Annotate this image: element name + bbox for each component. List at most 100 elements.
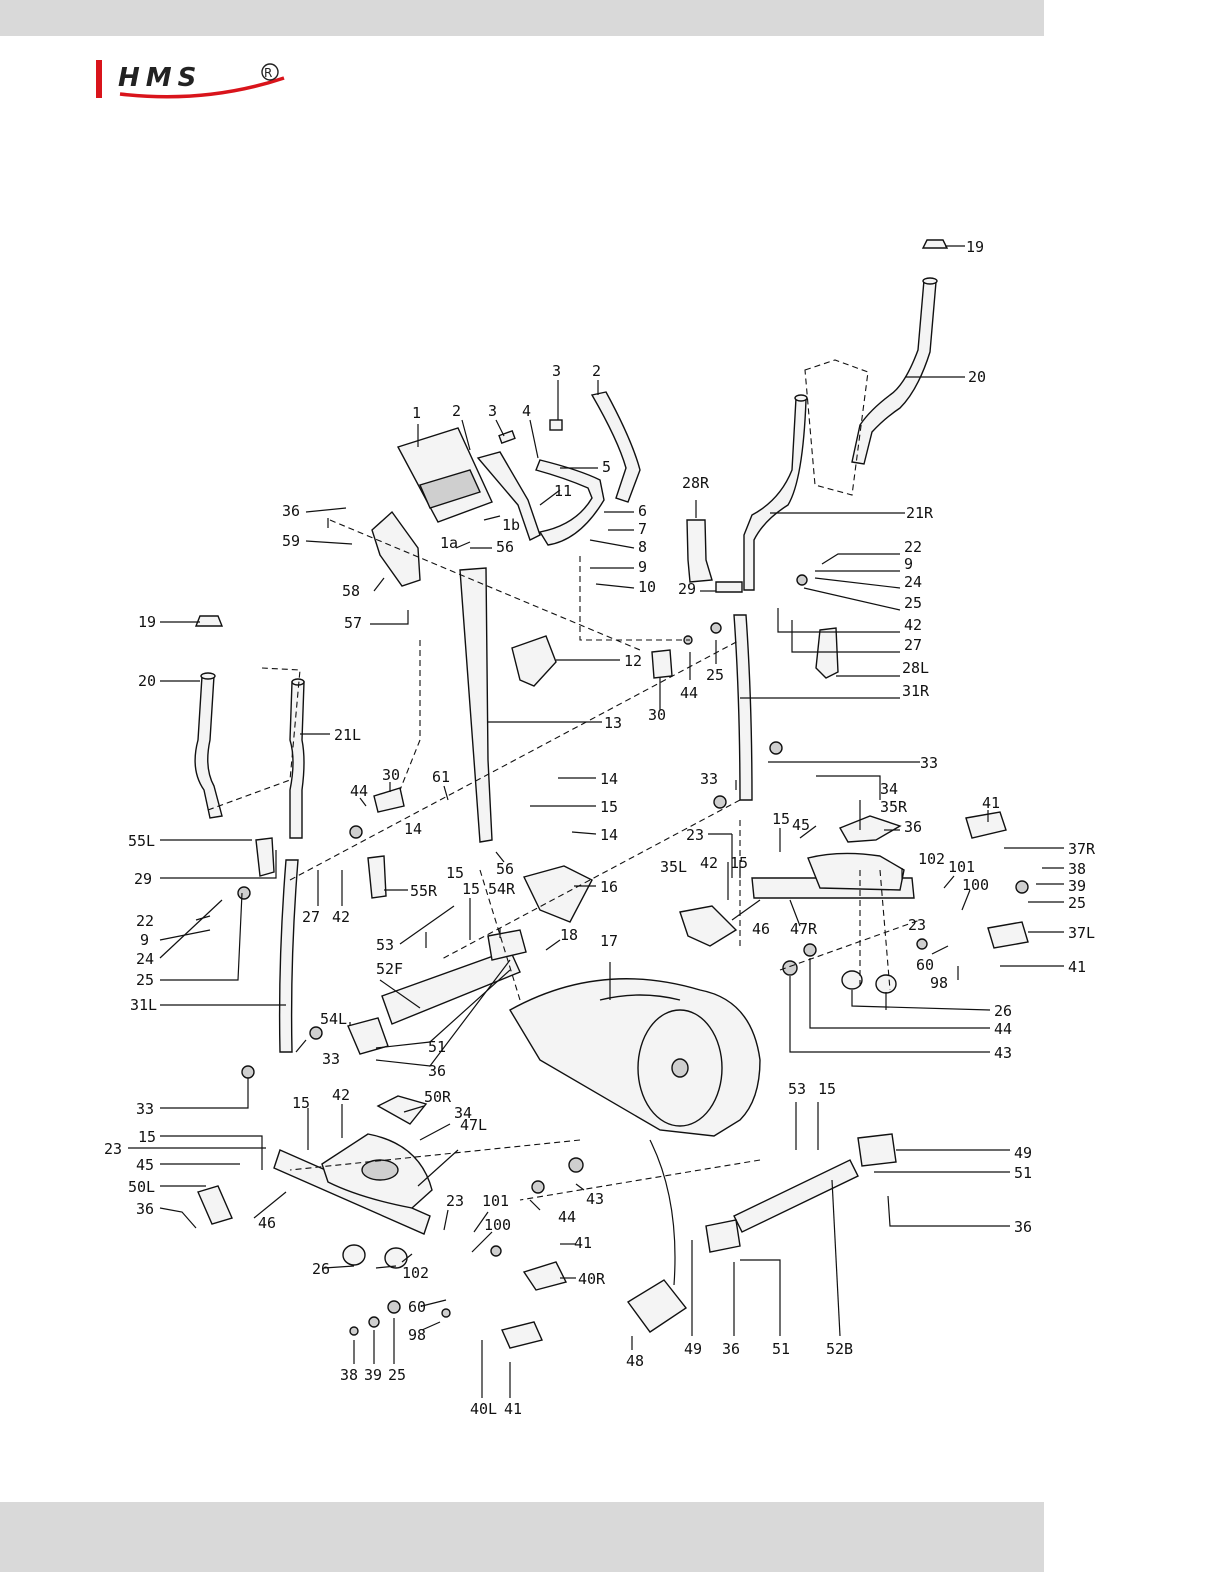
part-label: 21R [906, 504, 934, 522]
part-label: 2 [452, 402, 461, 420]
part-label: 24 [136, 950, 154, 968]
part-label: 35R [880, 798, 908, 816]
part-label: 14 [600, 826, 618, 844]
svg-text:HMS: HMS [118, 63, 202, 93]
part-label: 3 [552, 362, 561, 380]
part-label: 25 [388, 1366, 406, 1384]
part-label: 59 [282, 532, 300, 550]
part-label: 5 [602, 458, 611, 476]
part-label: 54R [488, 880, 516, 898]
part-label: 31R [902, 682, 930, 700]
part-label: 42 [332, 908, 350, 926]
part-label: 44 [558, 1208, 576, 1226]
part-label: 14 [600, 770, 618, 788]
part-label: 100 [484, 1216, 511, 1234]
part-label: 33 [136, 1100, 154, 1118]
part-label: 15 [446, 864, 464, 882]
part-label: 25 [136, 971, 154, 989]
part-label: 52B [826, 1340, 853, 1358]
part-label: 100 [962, 876, 989, 894]
part-label: 101 [482, 1192, 509, 1210]
part-label: 3 [488, 402, 497, 420]
part-label: 22 [136, 912, 154, 930]
part-label: 25 [706, 666, 724, 684]
part-label: 43 [586, 1190, 604, 1208]
part-label: 47R [790, 920, 818, 938]
part-label: 15 [818, 1080, 836, 1098]
part-label: 25 [1068, 894, 1086, 912]
footer-band [0, 1502, 1044, 1572]
part-label: 60 [408, 1298, 426, 1316]
part-label: 54L [320, 1010, 347, 1028]
part-label: 45 [136, 1156, 154, 1174]
part-label: 1a [440, 534, 458, 552]
part-label: 15 [600, 798, 618, 816]
part-label: 58 [342, 582, 360, 600]
part-label: 48 [626, 1352, 644, 1370]
part-label: 60 [916, 956, 934, 974]
part-label: 2 [592, 362, 601, 380]
part-label: 23 [104, 1140, 122, 1158]
part-label: 33 [920, 754, 938, 772]
part-label: 13 [604, 714, 622, 732]
part-label: 29 [134, 870, 152, 888]
part-label: 8 [638, 538, 647, 556]
part-label: 49 [1014, 1144, 1032, 1162]
part-label: 55R [410, 882, 438, 900]
part-label: 39 [364, 1366, 382, 1384]
logo-red-bar [96, 60, 102, 98]
part-label: 14 [404, 820, 422, 838]
part-label: 18 [560, 926, 578, 944]
part-label: 53 [788, 1080, 806, 1098]
part-label: 9 [904, 555, 913, 573]
part-label: 19 [966, 238, 984, 256]
leader-lines [128, 245, 1064, 1398]
part-label: 37R [1068, 840, 1096, 858]
part-label: 36 [282, 502, 300, 520]
part-label: 42 [332, 1086, 350, 1104]
part-labels: 19 20 21R 22 9 24 25 42 27 28L 31R 28R 2… [104, 238, 1096, 1418]
part-label: 27 [302, 908, 320, 926]
part-label: 38 [1068, 860, 1086, 878]
part-label: 41 [1068, 958, 1086, 976]
part-label: 36 [722, 1340, 740, 1358]
part-label: 29 [678, 580, 696, 598]
part-shapes [194, 239, 1029, 1349]
part-label: 30 [382, 766, 400, 784]
part-label: 36 [1014, 1218, 1032, 1236]
part-label: 51 [1014, 1164, 1032, 1182]
part-label: 55L [128, 832, 155, 850]
part-label: 50L [128, 1178, 155, 1196]
part-label: 36 [904, 818, 922, 836]
part-label: 34 [880, 780, 898, 798]
part-label: 36 [428, 1062, 446, 1080]
part-label: 27 [904, 636, 922, 654]
part-label: 53 [376, 936, 394, 954]
svg-text:R: R [264, 66, 272, 80]
part-label: 17 [600, 932, 618, 950]
part-label: 21L [334, 726, 361, 744]
part-label: 102 [918, 850, 945, 868]
part-label: 15 [292, 1094, 310, 1112]
part-label: 46 [752, 920, 770, 938]
part-label: 51 [428, 1038, 446, 1056]
part-label: 23 [686, 826, 704, 844]
part-label: 6 [638, 502, 647, 520]
part-label: 40R [578, 1270, 606, 1288]
part-label: 34 [454, 1104, 472, 1122]
part-label: 45 [792, 816, 810, 834]
part-label: 9 [638, 558, 647, 576]
part-label: 4 [522, 402, 531, 420]
part-label: 1b [502, 516, 520, 534]
part-label: 20 [968, 368, 986, 386]
part-label: 46 [258, 1214, 276, 1232]
part-label: 61 [432, 768, 450, 786]
part-label: 57 [344, 614, 362, 632]
part-label: 26 [312, 1260, 330, 1278]
part-label: 15 [138, 1128, 156, 1146]
part-label: 52F [376, 960, 403, 978]
part-label: 44 [994, 1020, 1012, 1038]
part-label: 19 [138, 613, 156, 631]
hms-logo: HMS R [96, 58, 312, 102]
